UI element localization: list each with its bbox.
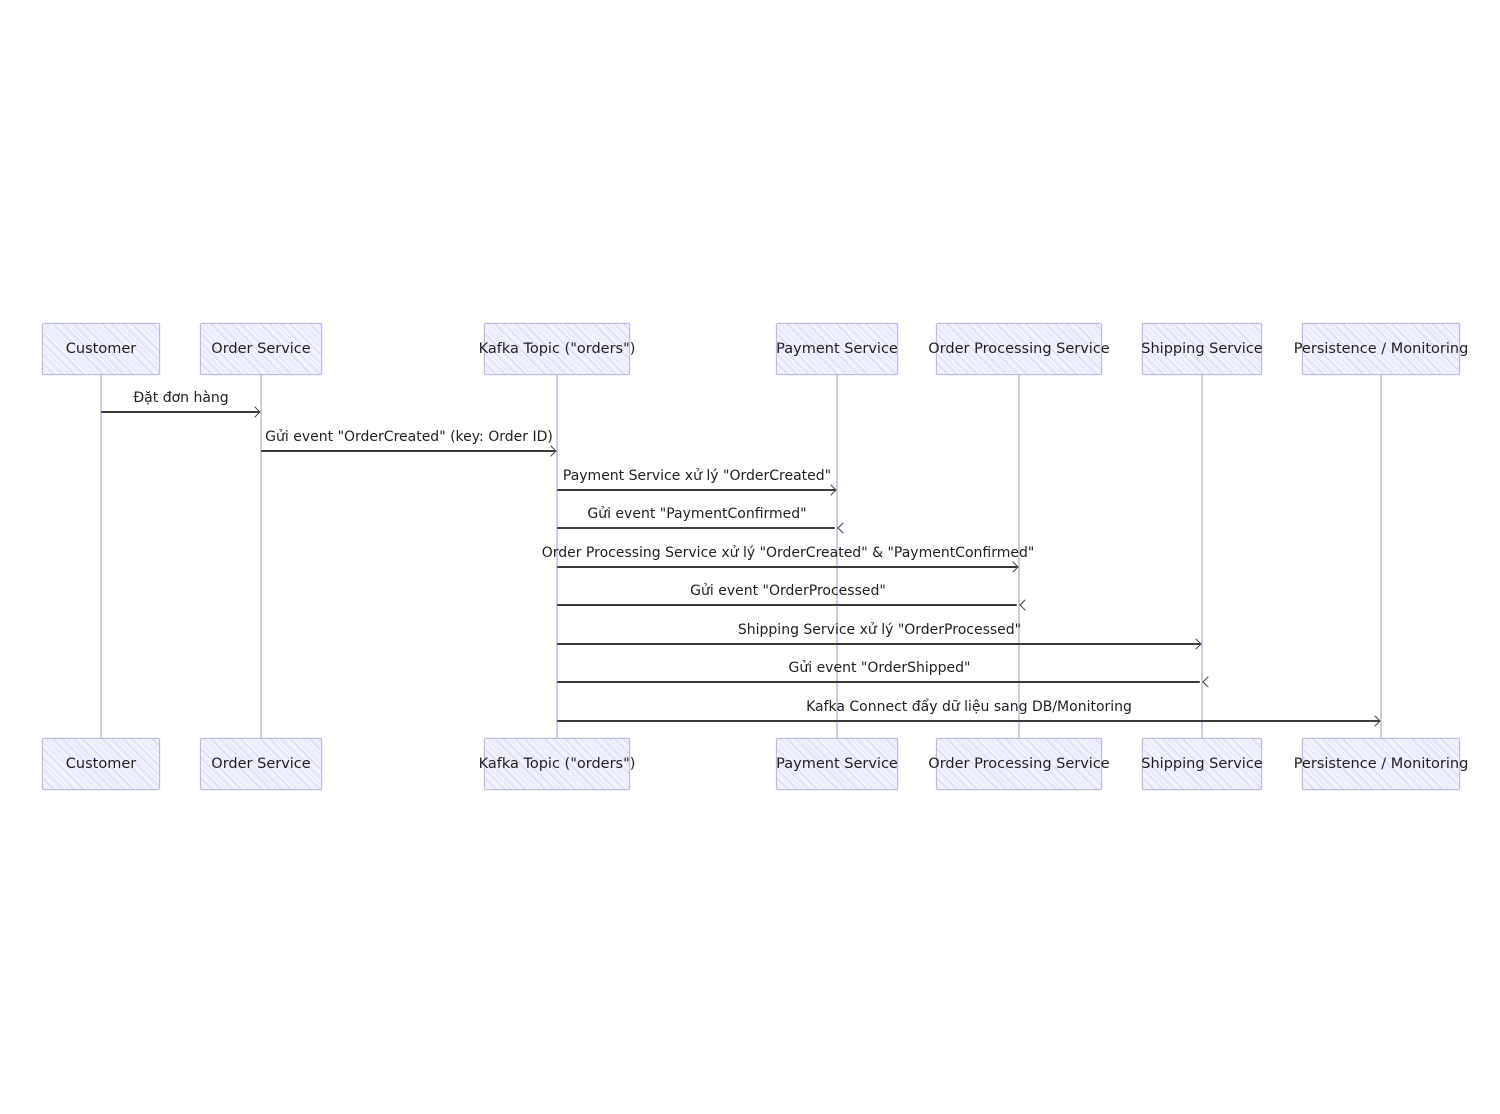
lifeline-shipping-service bbox=[1201, 375, 1203, 738]
actor-bottom-payment-service: Payment Service bbox=[776, 738, 898, 790]
message-line bbox=[557, 720, 1379, 722]
actor-top-persistence-monitoring: Persistence / Monitoring bbox=[1294, 323, 1468, 375]
actor-top-shipping-service: Shipping Service bbox=[1141, 323, 1263, 375]
arrowhead-right-icon bbox=[545, 445, 557, 457]
actor-bottom-shipping-service: Shipping Service bbox=[1141, 738, 1263, 790]
actor-label: Customer bbox=[65, 341, 137, 357]
arrowhead-right-icon bbox=[825, 484, 837, 496]
arrowhead-right-icon bbox=[1369, 715, 1381, 727]
message-label: Gửi event "OrderCreated" (key: Order ID) bbox=[265, 429, 553, 445]
message-line bbox=[557, 643, 1200, 645]
arrowhead-right-icon bbox=[1190, 638, 1202, 650]
message-line bbox=[557, 566, 1017, 568]
arrowhead-left-icon bbox=[837, 522, 849, 534]
actor-label: Shipping Service bbox=[1141, 341, 1263, 357]
actor-bottom-kafka-topic: Kafka Topic ("orders") bbox=[479, 738, 635, 790]
actor-label: Payment Service bbox=[776, 756, 898, 772]
arrowhead-left-icon bbox=[1019, 599, 1031, 611]
actor-label: Kafka Topic ("orders") bbox=[478, 341, 636, 357]
lifeline-customer bbox=[100, 375, 102, 738]
actor-label: Persistence / Monitoring bbox=[1293, 756, 1469, 772]
message-label: Shipping Service xử lý "OrderProcessed" bbox=[737, 622, 1022, 638]
lifeline-payment-service bbox=[836, 375, 838, 738]
actor-top-order-service: Order Service bbox=[200, 323, 322, 375]
message-label: Gửi event "PaymentConfirmed" bbox=[587, 506, 807, 522]
message-label: Order Processing Service xử lý "OrderCre… bbox=[541, 545, 1035, 561]
actor-label: Kafka Topic ("orders") bbox=[478, 756, 636, 772]
message-line bbox=[557, 527, 835, 529]
arrowhead-right-icon bbox=[1007, 561, 1019, 573]
actor-label: Shipping Service bbox=[1141, 756, 1263, 772]
lifeline-kafka-topic bbox=[556, 375, 558, 738]
actor-top-kafka-topic: Kafka Topic ("orders") bbox=[479, 323, 635, 375]
arrowhead-right-icon bbox=[249, 406, 261, 418]
actor-label: Persistence / Monitoring bbox=[1293, 341, 1469, 357]
message-label: Gửi event "OrderShipped" bbox=[788, 660, 971, 676]
lifeline-order-service bbox=[260, 375, 262, 738]
actor-bottom-order-processing-service: Order Processing Service bbox=[928, 738, 1110, 790]
actor-label: Order Processing Service bbox=[928, 341, 1110, 357]
actor-label: Order Service bbox=[211, 341, 311, 357]
message-label: Kafka Connect đẩy dữ liệu sang DB/Monito… bbox=[806, 699, 1132, 715]
actor-label: Payment Service bbox=[776, 341, 898, 357]
actor-top-payment-service: Payment Service bbox=[776, 323, 898, 375]
message-label: Gửi event "OrderProcessed" bbox=[690, 583, 886, 599]
actor-bottom-order-service: Order Service bbox=[200, 738, 322, 790]
actor-top-customer: Customer bbox=[42, 323, 160, 375]
actor-label: Order Service bbox=[211, 756, 311, 772]
lifeline-persistence-monitoring bbox=[1380, 375, 1382, 738]
message-line bbox=[557, 489, 835, 491]
message-line bbox=[557, 681, 1200, 683]
actor-bottom-persistence-monitoring: Persistence / Monitoring bbox=[1294, 738, 1468, 790]
arrowhead-left-icon bbox=[1202, 676, 1214, 688]
message-label: Đặt đơn hàng bbox=[133, 390, 229, 406]
message-line bbox=[557, 604, 1017, 606]
message-line bbox=[261, 450, 555, 452]
actor-label: Customer bbox=[65, 756, 137, 772]
message-label: Payment Service xử lý "OrderCreated" bbox=[562, 468, 832, 484]
lifeline-order-processing-service bbox=[1018, 375, 1020, 738]
actor-label: Order Processing Service bbox=[928, 756, 1110, 772]
message-line bbox=[101, 411, 259, 413]
actor-bottom-customer: Customer bbox=[42, 738, 160, 790]
actor-top-order-processing-service: Order Processing Service bbox=[928, 323, 1110, 375]
